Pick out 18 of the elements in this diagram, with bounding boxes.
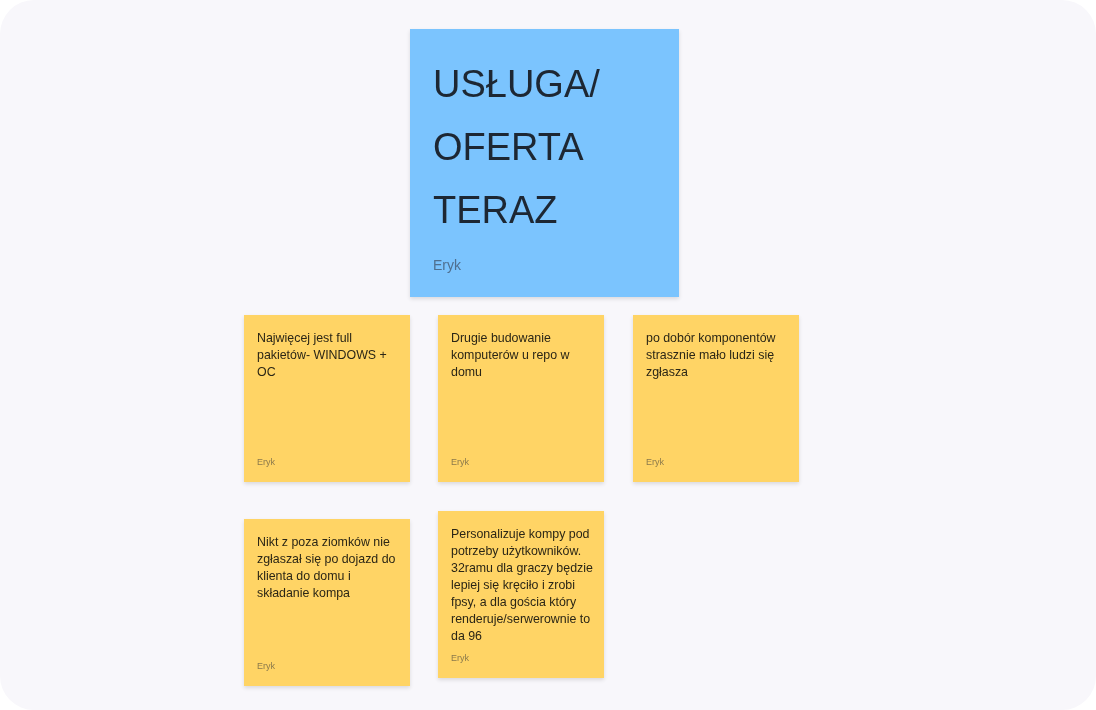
sticky-note: [633, 315, 799, 482]
sticky-note: [244, 519, 410, 686]
sticky-note: [244, 315, 410, 482]
note-text: Drugie budowanie komputerów u repo w domu: [451, 330, 571, 381]
sticky-note: [438, 315, 604, 482]
sticky-note: [410, 29, 679, 297]
author-name: Eryk: [257, 457, 275, 467]
author-name: Eryk: [646, 457, 664, 467]
note-text: Personalizuje kompy pod potrzeby użytkowników. 32ramu dla graczy będzie lepiej się kręciło i zrobi fpsy, a dla gościa który renderuje/serwerownie to da 96: [451, 526, 594, 645]
sticky-note: [438, 511, 604, 678]
note-heading: USŁUGA/ OFERTA TERAZ: [433, 62, 601, 233]
note-text: Najwięcej jest full pakietów- WINDOWS + OC: [257, 330, 388, 381]
note-text: po dobór komponentów strasznie mało ludzi się zgłasza: [646, 330, 777, 381]
author-name: Eryk: [257, 661, 275, 671]
author-name: Eryk: [433, 257, 461, 273]
author-name: Eryk: [451, 457, 469, 467]
note-text: Nikt z poza ziomków nie zgłaszał się po dojazd do klienta do domu i składanie kompa: [257, 534, 397, 602]
author-name: Eryk: [451, 653, 469, 663]
